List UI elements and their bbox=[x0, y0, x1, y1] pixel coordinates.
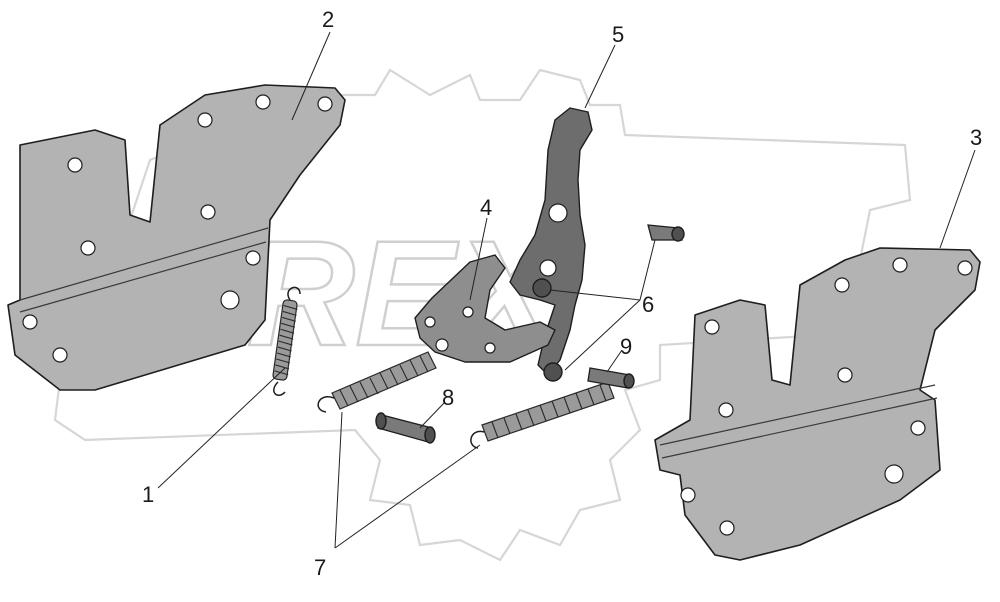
long-spring-lower-hook bbox=[470, 430, 485, 449]
callout-2: 2 bbox=[322, 7, 334, 32]
pawl-hole bbox=[435, 338, 449, 352]
pawl-hole bbox=[484, 342, 496, 354]
leader-2 bbox=[291, 31, 331, 121]
leader-6c bbox=[564, 299, 641, 371]
right-plate-body bbox=[654, 247, 981, 561]
left-plate-body bbox=[7, 84, 346, 391]
left-plate-hole bbox=[80, 240, 96, 256]
left-plate-hole bbox=[52, 347, 68, 363]
leader-7b bbox=[334, 444, 481, 549]
lever bbox=[509, 107, 593, 382]
left-plate-hole bbox=[317, 96, 333, 112]
leader-8 bbox=[419, 401, 446, 429]
long-spring-upper bbox=[317, 351, 437, 413]
right-plate-hole bbox=[910, 420, 926, 436]
left-plate-hole bbox=[255, 94, 271, 110]
callout-5: 5 bbox=[612, 22, 624, 47]
left-mounting-plate bbox=[7, 84, 346, 391]
small-spring-top-hook bbox=[287, 286, 301, 301]
right-plate-hole bbox=[892, 257, 908, 273]
pawl bbox=[414, 254, 556, 363]
left-plate-hole bbox=[197, 112, 213, 128]
small-spring bbox=[272, 286, 301, 396]
lever-hole bbox=[539, 259, 557, 277]
long-spring-lower bbox=[470, 381, 615, 449]
pin-9-body bbox=[587, 367, 631, 389]
right-plate-hole bbox=[957, 260, 973, 276]
callout-7: 7 bbox=[314, 555, 326, 580]
leader-3 bbox=[939, 149, 976, 249]
lever-pivot-boss bbox=[543, 362, 563, 382]
right-plate-hole bbox=[704, 319, 720, 335]
pawl-hole bbox=[462, 306, 474, 318]
callout-4: 4 bbox=[480, 195, 492, 220]
pin-8 bbox=[375, 412, 436, 444]
callout-6: 6 bbox=[642, 292, 654, 317]
leader-6b bbox=[639, 239, 656, 301]
pin-9 bbox=[587, 367, 635, 389]
right-plate-hole bbox=[718, 402, 734, 418]
callout-numbers: 1 2 3 4 5 6 7 8 9 bbox=[142, 7, 982, 580]
lever-body bbox=[509, 107, 593, 376]
left-plate-bend-line bbox=[19, 227, 269, 301]
callout-8: 8 bbox=[442, 385, 454, 410]
leader-5 bbox=[584, 44, 616, 109]
callout-3: 3 bbox=[970, 125, 982, 150]
watermark-gear-outline bbox=[53, 68, 912, 562]
right-plate-hole bbox=[837, 367, 853, 383]
left-plate-hole bbox=[245, 250, 261, 266]
pawl-hole bbox=[424, 316, 436, 328]
callout-9: 9 bbox=[620, 334, 632, 359]
axle-pin bbox=[647, 224, 685, 242]
right-mounting-plate bbox=[654, 247, 981, 561]
left-plate-hole bbox=[67, 157, 83, 173]
leader-6a bbox=[549, 289, 641, 301]
right-plate-hole bbox=[680, 487, 696, 503]
leader-1 bbox=[157, 367, 286, 489]
long-spring-lower-body bbox=[481, 381, 615, 442]
left-plate-hole bbox=[200, 204, 216, 220]
leader-9 bbox=[606, 349, 623, 373]
small-spring-bottom-hook bbox=[273, 381, 286, 396]
callout-1: 1 bbox=[142, 482, 154, 507]
leader-4 bbox=[469, 217, 488, 301]
lever-hole bbox=[548, 203, 568, 223]
right-plate-bend-line bbox=[659, 384, 936, 446]
pawl-body bbox=[414, 254, 556, 363]
right-plate-hole bbox=[884, 464, 904, 484]
right-plate-hole bbox=[834, 277, 850, 293]
right-plate-hole bbox=[719, 520, 735, 536]
leader-7a bbox=[334, 411, 343, 549]
long-spring-upper-hook bbox=[317, 396, 335, 413]
left-plate-hole bbox=[220, 290, 240, 310]
lever-pivot-boss bbox=[532, 278, 552, 298]
leader-lines bbox=[157, 31, 976, 549]
left-plate-hole bbox=[22, 314, 38, 330]
